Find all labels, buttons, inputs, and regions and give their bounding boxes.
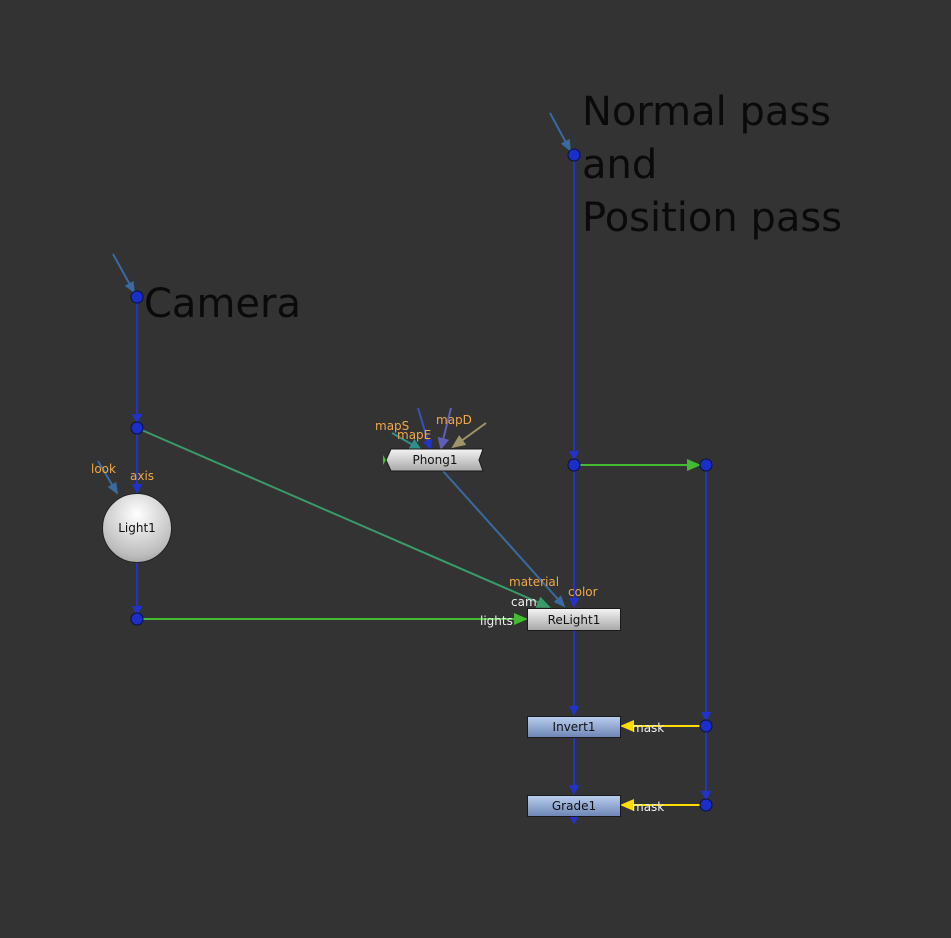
node-label: Grade1 — [551, 799, 597, 813]
dot-camera-top[interactable] — [130, 290, 144, 304]
dot-mask-branch[interactable] — [699, 458, 713, 472]
input-label-axis: axis — [130, 469, 155, 483]
pipe-mapD[interactable] — [451, 422, 487, 449]
input-pipe-camera[interactable] — [112, 253, 135, 294]
dot-light-out[interactable] — [130, 612, 144, 626]
node-label: Light1 — [118, 521, 156, 535]
pipe-mapE[interactable] — [437, 407, 452, 450]
input-label-mapS: mapS — [375, 419, 410, 433]
input-label-color: color — [568, 585, 598, 599]
pipe-material[interactable] — [442, 470, 566, 608]
sticky-note-passes[interactable]: Normal pass and Position pass — [582, 89, 843, 241]
input-label-mask-invert: mask — [632, 721, 665, 735]
dot-passes-top[interactable] — [567, 148, 581, 162]
input-label-cam: cam — [511, 595, 537, 609]
node-phong1[interactable] — [383, 448, 484, 472]
sticky-note-camera[interactable]: Camera — [144, 281, 301, 327]
node-label: Phong1 — [412, 453, 458, 467]
node-relight1[interactable]: ReLight1 — [527, 608, 621, 631]
node-light1[interactable]: Light1 — [102, 493, 172, 563]
input-label-mask-grade: mask — [632, 800, 665, 814]
node-label: ReLight1 — [547, 612, 601, 627]
dot-mask-grade[interactable] — [699, 798, 713, 812]
input-label-mapD: mapD — [436, 413, 472, 427]
input-label-lights: lights — [480, 614, 513, 628]
node-label: Invert1 — [552, 720, 596, 734]
output-arrow-grade — [570, 817, 578, 825]
node-grade1[interactable]: Grade1 — [527, 795, 621, 817]
input-label-mapE: mapE — [397, 428, 432, 442]
pipe-mapE-a[interactable] — [417, 407, 433, 450]
node-invert1[interactable]: Invert1 — [527, 716, 621, 738]
node-phong1-label[interactable]: Phong1 — [391, 449, 479, 471]
pipe-mapS[interactable] — [391, 432, 422, 450]
dot-passes-split[interactable] — [567, 458, 581, 472]
pipe-cam[interactable] — [136, 427, 551, 608]
input-pipe-passes[interactable] — [549, 112, 571, 152]
pipe-look[interactable] — [97, 460, 119, 495]
dot-camera-split[interactable] — [130, 421, 144, 435]
dot-mask-invert[interactable] — [699, 719, 713, 733]
input-label-look: look — [91, 462, 116, 476]
input-label-material: material — [509, 575, 560, 589]
